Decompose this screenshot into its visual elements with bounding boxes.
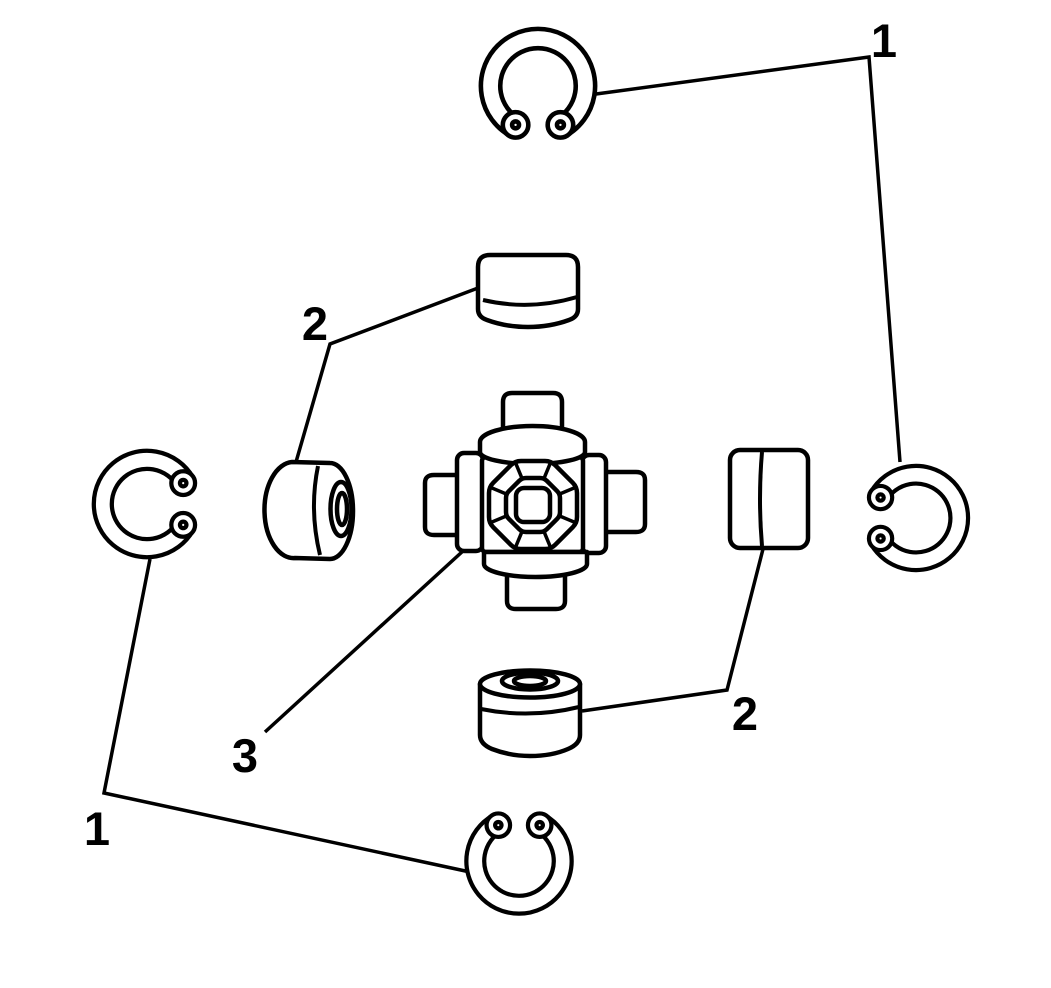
bearing-cap-right	[727, 447, 811, 551]
callout-1-bottom-left: 1	[84, 802, 110, 855]
trunnion-top	[500, 390, 565, 435]
callout-labels: 1 1 2 2 3	[84, 14, 897, 855]
leader-1-top-right	[595, 55, 902, 463]
leader-2-right	[581, 548, 765, 713]
bearing-cap-top	[475, 252, 581, 330]
side-boss-left	[454, 450, 486, 554]
leader-1-bottom-left	[101, 558, 471, 874]
callout-1-top-right: 1	[871, 14, 897, 67]
side-boss-right	[579, 452, 609, 556]
leader-3	[263, 549, 465, 734]
spider-cross	[422, 390, 648, 612]
trunnion-left	[422, 472, 461, 538]
square-bore	[513, 485, 553, 525]
bearing-cap-bottom	[477, 668, 583, 759]
leader-lines	[101, 55, 902, 874]
bearing-face	[486, 458, 580, 552]
callout-2-upper-left: 2	[302, 297, 328, 350]
snap-ring-right	[869, 466, 968, 570]
face-facet-lines	[490, 462, 576, 548]
trunnion-right	[602, 469, 648, 535]
snap-ring-top	[481, 29, 595, 138]
callout-3-center: 3	[232, 729, 258, 782]
collar-top	[477, 423, 588, 467]
bearing-cap-left	[262, 459, 356, 562]
collar-bottom	[481, 549, 590, 580]
snap-ring-bottom	[466, 813, 571, 913]
snap-ring-left	[94, 451, 195, 557]
trunnion-bottom	[504, 569, 568, 612]
leader-2-upper-left	[294, 286, 479, 463]
callout-2-right: 2	[732, 687, 758, 740]
